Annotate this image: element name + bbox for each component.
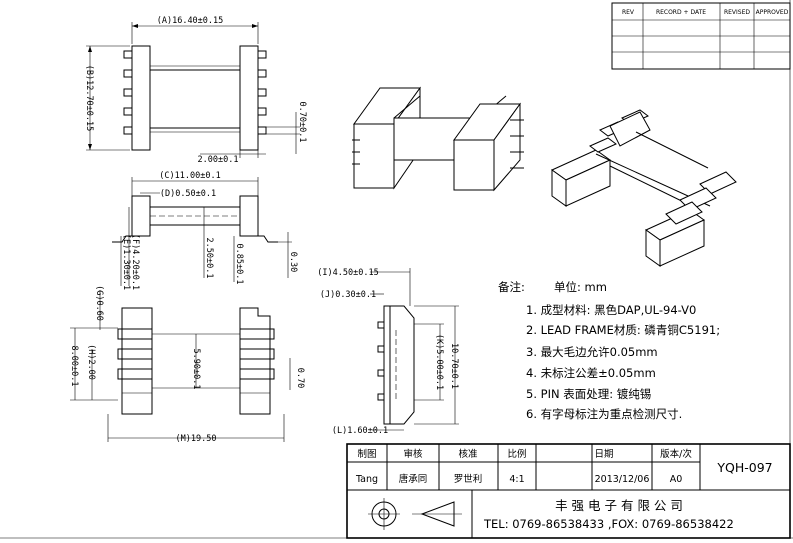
dim-g-label: (G)0.60 [94, 285, 104, 321]
note-item: 4. 未标注公差±0.05mm [526, 366, 656, 380]
value-scale: 4:1 [509, 474, 524, 485]
dim-j-label: (J)0.30±0.1 [320, 290, 376, 300]
note-item: 2. LEAD FRAME材质: 磷青铜C5191; [526, 323, 720, 337]
drawing-number: YQH-097 [716, 460, 772, 475]
front-view: (C)11.00±0.1 (D)0.50±0.1 (E)1.30±0.1 (F)… [112, 171, 298, 290]
dim-d-label: (D)0.50±0.1 [160, 189, 216, 199]
bottom-view: (G)0.60 8.00±0.1 (H)2.00 5.90±0.1 0.70 (… [69, 285, 305, 444]
header-version: 版本/次 [660, 448, 692, 460]
dim-a-label: (A)16.40±0.15 [157, 16, 224, 26]
note-item: 3. 最大毛边允许0.05mm [526, 345, 658, 359]
header-drawn: 制图 [357, 448, 376, 460]
dim-m-label: (M)19.50 [176, 434, 217, 444]
value-approved: 罗世利 [454, 473, 483, 485]
value-checked: 唐承同 [399, 473, 428, 485]
note-item: 1. 成型材料: 黑色DAP,UL-94-V0 [526, 303, 696, 317]
notes-title: 备注: [498, 280, 525, 294]
dim-i-label: (I)4.50±0.15 [317, 268, 378, 278]
top-view: (A)16.40±0.15 (B)12.70±0.15 0.70±0.1 2.0… [84, 16, 307, 165]
company-name: 丰 强 电 子 有 限 公 司 [555, 498, 683, 513]
header-date: 日期 [594, 449, 613, 460]
dim-pin-offset-label: 0.70±0.1 [297, 102, 307, 143]
dim-pad-label: 0.70 [295, 368, 305, 388]
header-approved: 核准 [458, 448, 478, 460]
dim-flange-label: 0.85±0.1 [234, 244, 244, 285]
header-scale: 比例 [507, 448, 526, 460]
dim-width-label: 8.00±0.1 [69, 346, 79, 387]
dim-h-label: (H)2.00 [86, 344, 96, 380]
note-item: 5. PIN 表面处理: 镀纯锡 [526, 387, 651, 401]
title-block: 制图 审核 核准 比例 日期 版本/次 Tang 唐承同 罗世利 4:1 201… [346, 443, 791, 539]
notes-unit: 单位: mm [554, 280, 607, 294]
company-contact: TEL: 0769-86538433 ,FOX: 0769-86538422 [483, 517, 734, 531]
dim-e-label: (E)1.30±0.1 [121, 234, 131, 290]
note-item: 6. 有字母标注为重点检测尺寸. [526, 407, 682, 421]
dim-b-label: (B)12.70±0.15 [84, 65, 94, 132]
projection-symbol-icon [368, 498, 462, 530]
value-version: A0 [670, 474, 683, 485]
notes-block: 备注: 单位: mm 1. 成型材料: 黑色DAP,UL-94-V0 2. LE… [498, 280, 720, 421]
dim-k-label: (K)5.00±0.1 [434, 334, 444, 390]
header-checked: 审核 [403, 448, 423, 460]
value-date: 2013/12/06 [595, 474, 650, 485]
dim-height-label: 2.50±0.1 [204, 238, 214, 279]
dim-inner-label: 5.90±0.1 [191, 349, 201, 390]
isometric-view-assembled [352, 86, 524, 192]
approved-header: APPROVED [756, 9, 789, 16]
side-view: (I)4.50±0.15 (J)0.30±0.1 (K)5.00±0.1 10.… [317, 268, 459, 436]
dim-lead-label: 0.30 [288, 252, 298, 272]
value-drawn: Tang [355, 474, 378, 485]
isometric-view-pins [551, 109, 737, 267]
dim-l-label: (L)1.60±0.1 [332, 426, 388, 436]
record-date-header: RECORD + DATE [656, 9, 706, 16]
revised-header: REVISED [724, 9, 750, 16]
revision-table: REV RECORD + DATE REVISED APPROVED [611, 2, 791, 70]
dim-f-label: (F)4.20±0.1 [130, 234, 140, 290]
dim-c-label: (C)11.00±0.1 [159, 171, 220, 181]
dim-pin-pitch-label: 2.00±0.1 [198, 155, 239, 165]
rev-header: REV [622, 9, 635, 16]
dim-height-side-label: 10.70±0.1 [449, 343, 459, 389]
